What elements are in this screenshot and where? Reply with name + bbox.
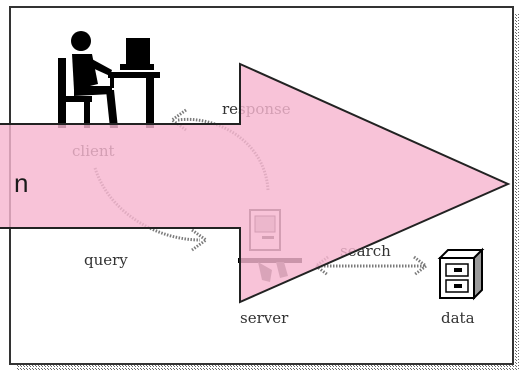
filing-cabinet-icon [437,247,485,301]
pink-arrow-overlay [0,62,511,304]
server-label: server [240,309,289,327]
query-label: query [84,251,128,269]
arrow-overlay-text: n [14,168,28,198]
data-label: data [441,309,475,327]
search-arrowhead-right [413,255,429,277]
person-at-computer-icon [58,31,160,128]
